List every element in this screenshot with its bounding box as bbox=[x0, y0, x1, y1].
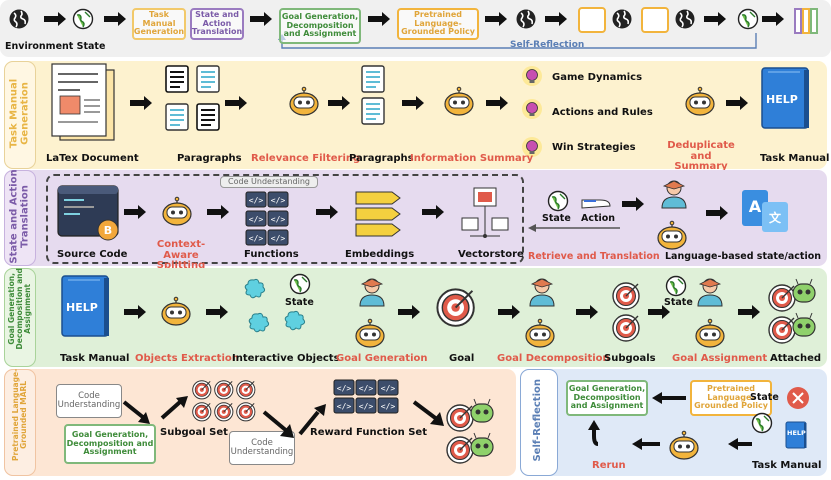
svg-text:B: B bbox=[104, 224, 112, 237]
row3-goal-generation-label: Goal Generation bbox=[336, 353, 428, 364]
row4-icons bbox=[122, 379, 494, 464]
svg-text:文: 文 bbox=[769, 210, 782, 225]
row2-title-box bbox=[4, 170, 36, 266]
row1-info-summary-label: Information Summary bbox=[410, 153, 534, 164]
sr-rerun-label: Rerun bbox=[592, 460, 626, 471]
sr-task-manual-label: Task Manual bbox=[752, 460, 822, 471]
svg-text:A: A bbox=[749, 197, 762, 216]
row1-paragraphs-label: Paragraphs bbox=[177, 153, 242, 164]
row3-state2-label: State bbox=[664, 297, 693, 308]
top-task-manual-tag: Task Manual Generation bbox=[132, 8, 186, 40]
row3-goal-decomposition-label: Goal Decomposition bbox=[497, 353, 610, 364]
row3-state-label: State bbox=[285, 297, 314, 308]
row1-game-dynamics: Game Dynamics bbox=[552, 72, 643, 83]
self-reflection-title-box bbox=[520, 369, 558, 476]
row2-functions-label: Functions bbox=[244, 249, 299, 260]
row4-title-box bbox=[4, 369, 36, 476]
top-goal-generation-tag: Goal Generation, Decomposition and Assig… bbox=[279, 8, 361, 44]
row2-band bbox=[4, 170, 827, 266]
row4-goal-gen-tag: Goal Generation, Decomposition and Assig… bbox=[64, 424, 156, 464]
top-pretrained-policy-tag: Pretrained Language-Grounded Policy bbox=[397, 8, 479, 40]
row3-subgoals-label: Subgoals bbox=[604, 353, 656, 364]
row1-band bbox=[4, 61, 827, 169]
sr-goal-gen-tag: Goal Generation, Decomposition and Assig… bbox=[566, 380, 648, 416]
row2-embeddings-label: Embeddings bbox=[345, 249, 415, 260]
code-understanding-tag: Code Understanding bbox=[220, 176, 318, 188]
row4-code-understanding-tag: Code Understanding bbox=[56, 384, 122, 418]
row3-interactive-objects-label: Interactive Objects bbox=[232, 353, 340, 364]
row1-title-box bbox=[4, 61, 36, 169]
row3-title-box bbox=[4, 268, 36, 367]
row3-band bbox=[4, 268, 827, 367]
row3-goal-label: Goal bbox=[449, 353, 475, 364]
row1-dedup-label: Deduplicate and Summary bbox=[667, 140, 735, 172]
row2-retrieve-label: Retrieve and Translation bbox=[528, 251, 660, 262]
row1-win-strategies: Win Strategies bbox=[552, 142, 636, 153]
top-state-action-tag: State and Action Translation bbox=[190, 8, 244, 40]
row4-code-understanding2-tag: Code Understanding bbox=[229, 431, 295, 465]
row2-icons: B A 文 bbox=[57, 180, 788, 250]
row1-paragraphs2-label: Paragraphs bbox=[349, 153, 414, 164]
row1-actions-rules: Actions and Rules bbox=[552, 107, 653, 118]
row1-icons bbox=[51, 63, 810, 158]
row2-vectorstore-label: Vectorstore bbox=[458, 249, 524, 260]
row2-state-label: State bbox=[542, 213, 571, 224]
row1-help-text: HELP bbox=[766, 93, 798, 106]
row4-subgoal-set-label: Subgoal Set bbox=[160, 427, 228, 438]
row4-reward-set-label: Reward Function Set bbox=[310, 427, 427, 438]
row2-source-code-label: Source Code bbox=[57, 249, 128, 260]
row3-help-text: HELP bbox=[66, 301, 98, 314]
row2-lang-state-label: Language-based state/action bbox=[665, 251, 821, 262]
environment-state-label: Environment State bbox=[5, 41, 106, 52]
sr-help-text: HELP bbox=[787, 429, 806, 437]
row3-attached-label: Attached bbox=[770, 353, 822, 364]
row1-task-manual-label: Task Manual bbox=[760, 153, 830, 164]
sr-state-label: State bbox=[750, 392, 779, 403]
row3-goal-assignment-label: Goal Assignment bbox=[672, 353, 768, 364]
row3-task-manual-label: Task Manual bbox=[60, 353, 130, 364]
top-self-reflection-label: Self-Reflection bbox=[510, 40, 585, 50]
row3-objects-extraction-label: Objects Extraction bbox=[135, 353, 239, 364]
row1-relevance-label: Relevance Filtering bbox=[251, 153, 361, 164]
row2-context-aware-label: Context-Aware Splitting bbox=[156, 239, 206, 271]
row1-latex-label: LaTex Document bbox=[46, 153, 139, 164]
row2-action-label: Action bbox=[581, 213, 616, 224]
sr-pretrained-tag: Pretrained Language-Grounded Policy bbox=[690, 380, 772, 416]
code-understanding-box bbox=[46, 174, 524, 264]
